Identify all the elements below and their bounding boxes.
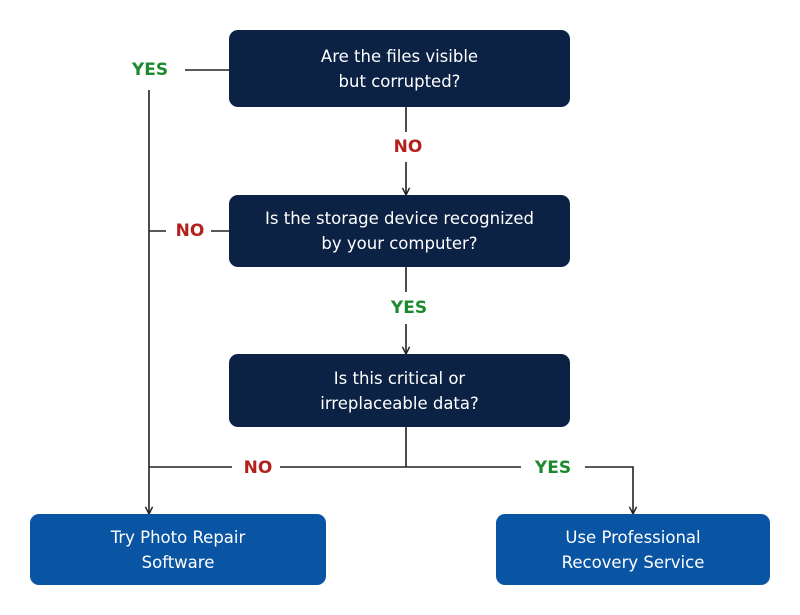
question-critical-data-line1: Is this critical or: [333, 368, 466, 388]
outcome-photo-repair-line1: Try Photo Repair: [110, 527, 246, 547]
connector-q3-yes: [406, 466, 633, 514]
edge-label-q3-no: NO: [237, 458, 279, 478]
question-device-recognized-line2: by your computer?: [321, 234, 478, 253]
question-files-visible-line1: Are the files visible: [320, 46, 479, 66]
edge-label-q2-yes: YES: [384, 298, 434, 318]
question-files-visible: Are the files visible but corrupted?: [229, 30, 570, 107]
outcome-professional-recovery-line1: Use Professional: [565, 527, 701, 547]
edge-label-q1-yes: YES: [126, 60, 174, 80]
edge-label-q3-yes: YES: [528, 458, 578, 478]
question-device-recognized: Is the storage device recognized by your…: [229, 195, 570, 267]
question-critical-data: Is this critical or irreplaceable data?: [229, 354, 570, 427]
outcome-professional-recovery: Use Professional Recovery Service: [496, 514, 770, 585]
question-files-visible-line2: but corrupted?: [338, 71, 461, 91]
outcome-photo-repair-line2: Software: [141, 552, 215, 572]
question-device-recognized-line1: Is the storage device recognized: [265, 209, 534, 228]
outcome-photo-repair-software: Try Photo Repair Software: [30, 514, 326, 585]
edge-label-q1-no: NO: [387, 137, 429, 157]
question-critical-data-line2: irreplaceable data?: [320, 393, 479, 413]
outcome-professional-recovery-line2: Recovery Service: [561, 552, 705, 572]
edge-label-q2-no: NO: [169, 221, 211, 241]
